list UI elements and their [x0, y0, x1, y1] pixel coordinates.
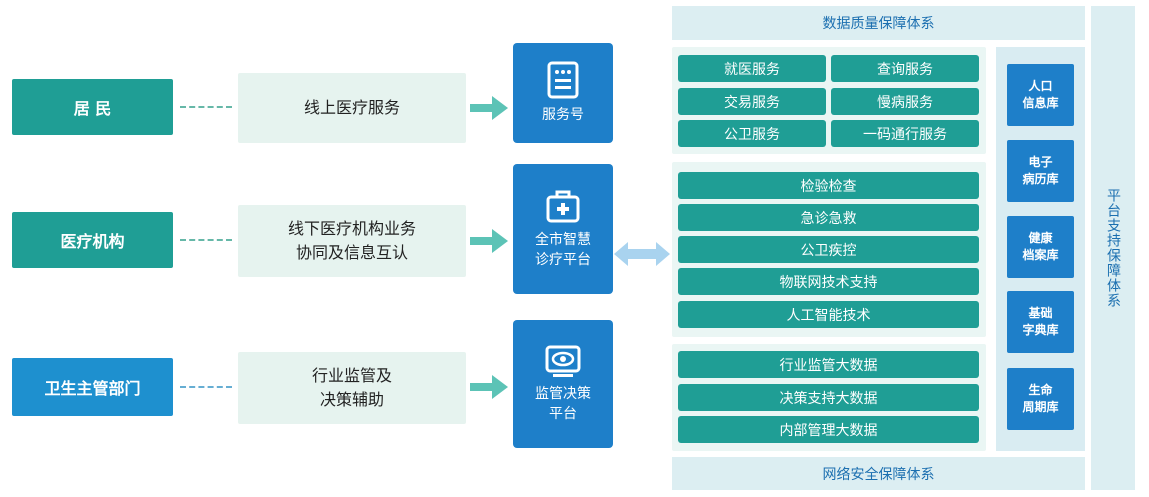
actor-residents: 居 民 [12, 79, 173, 135]
platform-service-account: 服务号 [513, 43, 613, 143]
platform-regulation-decision-line2: 平台 [549, 406, 577, 422]
service-item: 公卫服务 [678, 120, 826, 147]
side-band-platform-support: 平台支持保障体系 [1091, 6, 1135, 490]
database-lifecycle: 生命 周期库 [1007, 368, 1074, 430]
clinical-item: 物联网技术支持 [678, 268, 979, 295]
database-line2: 档案库 [1022, 248, 1059, 262]
connector-residents [180, 106, 232, 108]
actor-health-authority-label: 卫生主管部门 [44, 379, 141, 398]
clinical-item-label: 急诊急救 [800, 210, 857, 227]
eye-monitor-icon [545, 345, 581, 377]
service-item-label: 一码通行服务 [863, 126, 947, 143]
database-line2: 周期库 [1022, 400, 1059, 414]
bottom-band-network-security: 网络安全保障体系 [672, 457, 1085, 490]
clinical-item: 公卫疾控 [678, 236, 979, 263]
top-band-data-quality: 数据质量保障体系 [672, 6, 1085, 40]
connector-medical-institutions [180, 239, 232, 241]
database-dictionary: 基础 字典库 [1007, 291, 1074, 353]
database-emr: 电子 病历库 [1007, 140, 1074, 202]
channel-regulation-line1: 行业监管及 [311, 366, 392, 385]
clinical-item-label: 公卫疾控 [800, 242, 857, 259]
service-item-label: 交易服务 [724, 94, 780, 111]
service-item-label: 就医服务 [724, 61, 780, 78]
channel-regulation-line2: 决策辅助 [319, 390, 384, 409]
service-item: 就医服务 [678, 55, 826, 82]
service-item: 慢病服务 [831, 88, 979, 115]
database-line1: 基础 [1028, 306, 1053, 320]
service-account-icon [547, 61, 579, 99]
medical-kit-icon [546, 190, 580, 223]
database-population: 人口 信息库 [1007, 64, 1074, 126]
arrow-right-icon [470, 375, 508, 399]
clinical-item: 急诊急救 [678, 204, 979, 231]
platform-regulation-decision-line1: 监管决策 [535, 386, 591, 402]
clinical-item: 人工智能技术 [678, 301, 979, 328]
platform-smart-diagnosis-line2: 诊疗平台 [535, 252, 591, 268]
actor-medical-institutions: 医疗机构 [12, 212, 173, 268]
big-data-item: 行业监管大数据 [678, 351, 979, 378]
big-data-item: 决策支持大数据 [678, 384, 979, 411]
platform-smart-diagnosis-line1: 全市智慧 [535, 232, 591, 248]
service-item-label: 查询服务 [877, 61, 933, 78]
database-line1: 生命 [1028, 383, 1053, 397]
channel-online: 线上医疗服务 [238, 73, 466, 143]
database-line1: 电子 [1028, 155, 1053, 169]
clinical-item-label: 物联网技术支持 [779, 274, 878, 291]
database-line2: 字典库 [1022, 323, 1059, 337]
database-health-record: 健康 档案库 [1007, 216, 1074, 278]
database-line1: 健康 [1028, 231, 1053, 245]
big-data-item: 内部管理大数据 [678, 416, 979, 443]
bottom-band-label: 网络安全保障体系 [822, 466, 935, 483]
channel-offline: 线下医疗机构业务 协同及信息互认 [238, 205, 466, 277]
side-band-label: 平台支持保障体系 [1105, 188, 1121, 308]
service-item-label: 慢病服务 [877, 94, 933, 111]
clinical-item-label: 人工智能技术 [786, 307, 871, 324]
platform-service-account-label: 服务号 [542, 107, 584, 123]
database-line2: 病历库 [1022, 172, 1059, 186]
platform-smart-diagnosis: 全市智慧 诊疗平台 [513, 164, 613, 294]
actor-health-authority: 卫生主管部门 [12, 358, 173, 416]
platform-regulation-decision: 监管决策 平台 [513, 320, 613, 448]
channel-online-line1: 线上医疗服务 [303, 98, 400, 117]
service-item: 一码通行服务 [831, 120, 979, 147]
connector-health-authority [180, 386, 232, 388]
actor-medical-institutions-label: 医疗机构 [60, 232, 125, 251]
database-line1: 人口 [1028, 79, 1053, 93]
arrow-right-icon [470, 229, 508, 253]
big-data-item-label: 内部管理大数据 [779, 422, 878, 439]
big-data-item-label: 决策支持大数据 [779, 390, 878, 407]
channel-offline-line2: 协同及信息互认 [295, 243, 408, 262]
channel-regulation: 行业监管及 决策辅助 [238, 352, 466, 424]
actor-residents-label: 居 民 [73, 99, 112, 118]
top-band-label: 数据质量保障体系 [822, 16, 935, 32]
double-arrow-icon [614, 242, 670, 266]
service-item-label: 公卫服务 [724, 126, 780, 143]
service-item: 交易服务 [678, 88, 826, 115]
clinical-item: 检验检查 [678, 172, 979, 199]
big-data-item-label: 行业监管大数据 [779, 357, 878, 374]
channel-offline-line1: 线下医疗机构业务 [287, 219, 416, 238]
database-line2: 信息库 [1022, 96, 1059, 110]
arrow-right-icon [470, 96, 508, 120]
service-item: 查询服务 [831, 55, 979, 82]
clinical-item-label: 检验检查 [800, 178, 857, 195]
